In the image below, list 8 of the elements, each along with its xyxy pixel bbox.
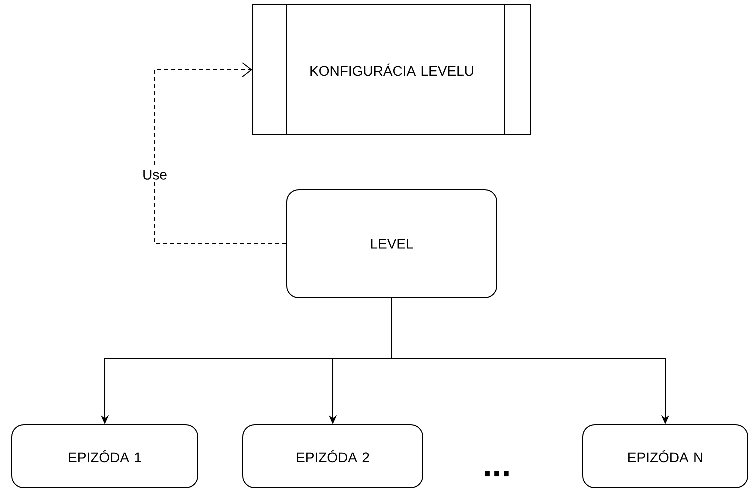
rounded-box: EPIZÓDA N bbox=[582, 424, 748, 488]
process-box: KONFIGURÁCIA LEVELU bbox=[252, 4, 532, 136]
rounded-box: EPIZÓDA 2 bbox=[242, 424, 424, 488]
rounded-box: EPIZÓDA 1 bbox=[12, 424, 198, 488]
ellipsis: ... bbox=[485, 471, 509, 477]
connector bbox=[154, 62, 287, 244]
rounded-box: LEVEL bbox=[286, 190, 498, 298]
edge-label: Use bbox=[144, 170, 167, 180]
